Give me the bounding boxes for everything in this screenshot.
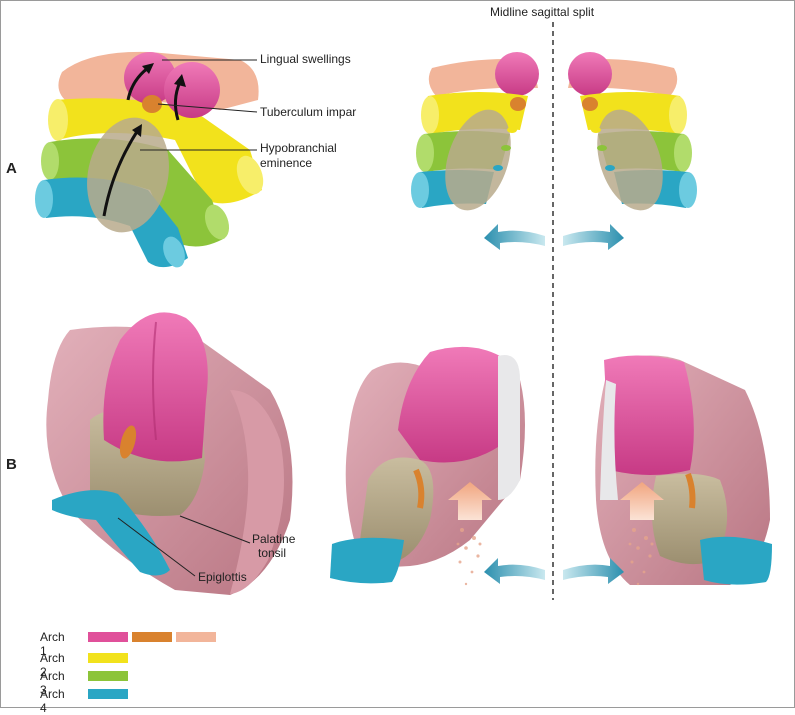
heading-midline-split: Midline sagittal split	[490, 5, 595, 19]
legend-swatch-arch1-orange	[132, 632, 172, 642]
legend-swatch-arch4	[88, 689, 128, 699]
split-arrow-left-icon-b	[484, 558, 545, 584]
legend-label-arch4: Arch 4	[40, 687, 65, 715]
split-arrow-right-icon-b	[563, 558, 624, 584]
tongue-split-right-half	[595, 355, 772, 585]
panel-b-leader-lines	[117, 515, 251, 577]
label-tuberculum-impar: Tuberculum impar	[260, 105, 357, 119]
label-epiglottis: Epiglottis	[198, 570, 247, 584]
upward-flow-arrow-left-icon	[448, 482, 492, 586]
legend-swatch-arch3	[88, 671, 128, 681]
label-hypobranchial-1: Hypobranchial	[260, 141, 337, 155]
panel-label-b: B	[6, 456, 17, 473]
split-arrow-left-icon	[484, 224, 545, 250]
label-palatine-2: tonsil	[258, 546, 287, 560]
label-lingual-swellings: Lingual swellings	[260, 52, 351, 66]
legend-swatch-arch2	[88, 653, 128, 663]
legend-label-arch2: Arch 2	[40, 651, 65, 679]
upward-flow-arrow-right-icon	[620, 482, 664, 586]
label-palatine-1: Palatine	[252, 532, 296, 546]
tongue-adult-illustration	[46, 312, 293, 595]
label-hypobranchial-2: eminence	[260, 156, 313, 170]
legend-label-arch1: Arch 1	[40, 630, 65, 658]
panel-a-leader-lines	[140, 59, 258, 151]
arches-split-right-half	[568, 52, 697, 211]
tongue-split-left-half	[330, 346, 525, 584]
legend-swatch-arch1-peach	[176, 632, 216, 642]
legend-swatch-arch1-pink	[88, 632, 128, 642]
legend-label-arch3: Arch 3	[40, 669, 65, 697]
panel-label-a: A	[6, 160, 17, 177]
split-arrow-right-icon	[563, 224, 624, 250]
arches-floor-illustration	[35, 51, 264, 268]
arches-split-left-half	[411, 52, 539, 211]
